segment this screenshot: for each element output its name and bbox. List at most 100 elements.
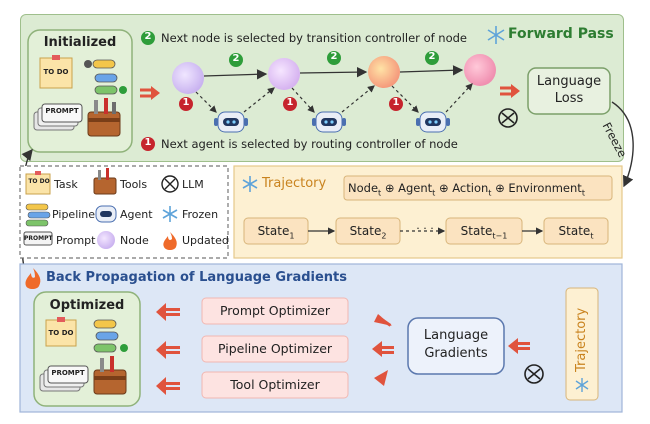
legend-prompt-icon	[23, 231, 53, 246]
todo-icon	[39, 55, 73, 89]
legend-label-node: Node	[120, 234, 149, 247]
initialized-prompt-text: PROMPT	[45, 107, 79, 115]
snowflake-icon	[487, 26, 505, 44]
routing-arrow-5	[391, 85, 419, 113]
step1-number: 1	[144, 137, 152, 148]
pipeline-optimizer-label: Pipeline Optimizer	[217, 341, 333, 356]
state-1-sub: 1	[289, 231, 295, 241]
legend-label-updated: Updated	[182, 234, 229, 247]
optimized-todo-icon	[45, 317, 77, 347]
state-label-1: State1	[244, 224, 308, 240]
green-badge-3-number: 2	[428, 51, 436, 62]
legend-panel	[19, 165, 229, 259]
legend-todo-text: TO DO	[28, 178, 50, 185]
trajectory-formula-box	[343, 175, 613, 201]
routing-arrow-1	[195, 91, 217, 113]
state-label-2: State2	[336, 224, 400, 240]
robot-icon-2	[312, 111, 346, 133]
legend-label-tools: Tools	[120, 178, 148, 191]
trajectory-vertical-box	[565, 287, 599, 401]
formula-sub-2: t	[432, 188, 436, 198]
legend-todo-icon	[25, 171, 51, 195]
loss-line-2: Loss	[554, 91, 584, 106]
step2-badge	[141, 31, 155, 45]
red-badge-1-number: 1	[182, 97, 190, 108]
prompt-optimizer-box	[201, 297, 349, 325]
vertical-snowflake-icon	[575, 378, 589, 392]
transition-arrow-2	[299, 66, 368, 78]
robot-icon-1	[214, 111, 248, 133]
legend-openai-icon	[161, 175, 179, 193]
prompt-optimizer-label: Prompt Optimizer	[219, 303, 330, 318]
red-badge-2-number: 1	[286, 97, 294, 108]
formula-sub-3: t	[488, 188, 492, 198]
prompt-icon	[33, 103, 83, 131]
formula-oplus-1: ⊕	[384, 181, 395, 195]
optimized-todo-text: TO DO	[48, 329, 74, 337]
legend-label-agent: Agent	[120, 208, 153, 221]
green-badge-1	[229, 53, 243, 67]
red-badge-3	[389, 97, 403, 111]
trajectory-snowflake-icon	[242, 176, 258, 192]
state-2-base: State	[349, 224, 382, 238]
transition-arrow-1	[203, 69, 268, 80]
legend-toolbox-icon	[93, 168, 117, 195]
gradients-input-arrow	[508, 338, 530, 354]
formula-sub-4: t	[581, 188, 585, 198]
initialized-todo-text: TO DO	[43, 68, 69, 76]
backprop-openai-icon	[524, 364, 544, 384]
pipeline-icon	[84, 59, 127, 95]
language-gradients-label: Language Gradients	[408, 327, 504, 363]
state-4-sub: t	[590, 231, 594, 241]
formula-sub-1: t	[378, 188, 382, 198]
optimizer-out-arrows	[156, 303, 180, 395]
robot-icon-3	[416, 111, 450, 133]
legend-label-frozen: Frozen	[182, 208, 219, 221]
step2-text: Next node is selected by transition cont…	[161, 31, 468, 45]
optimized-prompt-text: PROMPT	[51, 369, 85, 377]
loss-line-1: Language	[536, 74, 602, 89]
legend-prompt-text: PROMPT	[24, 235, 53, 242]
trajectory-title: Trajectory	[262, 176, 327, 191]
initialized-title: Initialized	[43, 35, 117, 50]
legend-node-icon	[97, 231, 115, 249]
legend-snowflake-icon	[162, 206, 178, 222]
state-4-base: State	[558, 224, 591, 238]
legend-label-llm: LLM	[182, 178, 204, 191]
state-label-4: Statet	[544, 224, 608, 240]
node-1	[172, 62, 204, 94]
toolbox-icon	[87, 98, 121, 137]
language-loss-box	[527, 67, 611, 115]
legend-fire-icon	[163, 232, 177, 250]
state-label-3: Statet−1	[446, 224, 522, 240]
formula-agent: Agent	[398, 181, 433, 195]
tool-optimizer-label: Tool Optimizer	[230, 377, 320, 392]
backprop-title: Back Propagation of Language Gradients	[46, 270, 348, 285]
optimized-prompt-icon	[39, 365, 89, 392]
green-badge-2-number: 2	[330, 51, 338, 62]
state-1-base: State	[257, 224, 290, 238]
legend-label-pipeline: Pipeline	[52, 208, 96, 221]
gradients-line-2: Gradients	[424, 346, 488, 361]
optimized-pipeline-icon	[93, 319, 128, 353]
routing-arrow-4	[341, 85, 375, 113]
forward-start-arrow	[140, 86, 160, 100]
language-gradients-box	[407, 317, 505, 375]
legend-robot-icon	[95, 205, 117, 223]
tool-optimizer-box	[201, 371, 349, 399]
forward-pass-title: Forward Pass	[508, 26, 614, 42]
node-2	[268, 58, 300, 90]
state-box-4	[543, 217, 609, 245]
green-badge-3	[425, 51, 439, 65]
language-loss-label: Language Loss	[528, 73, 610, 107]
legend-pipeline-icon	[25, 203, 51, 227]
formula-oplus-2: ⊕	[438, 181, 449, 195]
red-badge-2	[283, 97, 297, 111]
red-badge-3-number: 1	[392, 97, 400, 108]
state-2-sub: 2	[381, 231, 387, 241]
trajectory-vertical-label: Trajectory	[574, 307, 589, 372]
green-badge-1-number: 2	[232, 53, 240, 64]
routing-arrow-6	[445, 83, 473, 113]
optimized-title: Optimized	[49, 298, 125, 313]
gradients-line-1: Language	[423, 328, 489, 343]
